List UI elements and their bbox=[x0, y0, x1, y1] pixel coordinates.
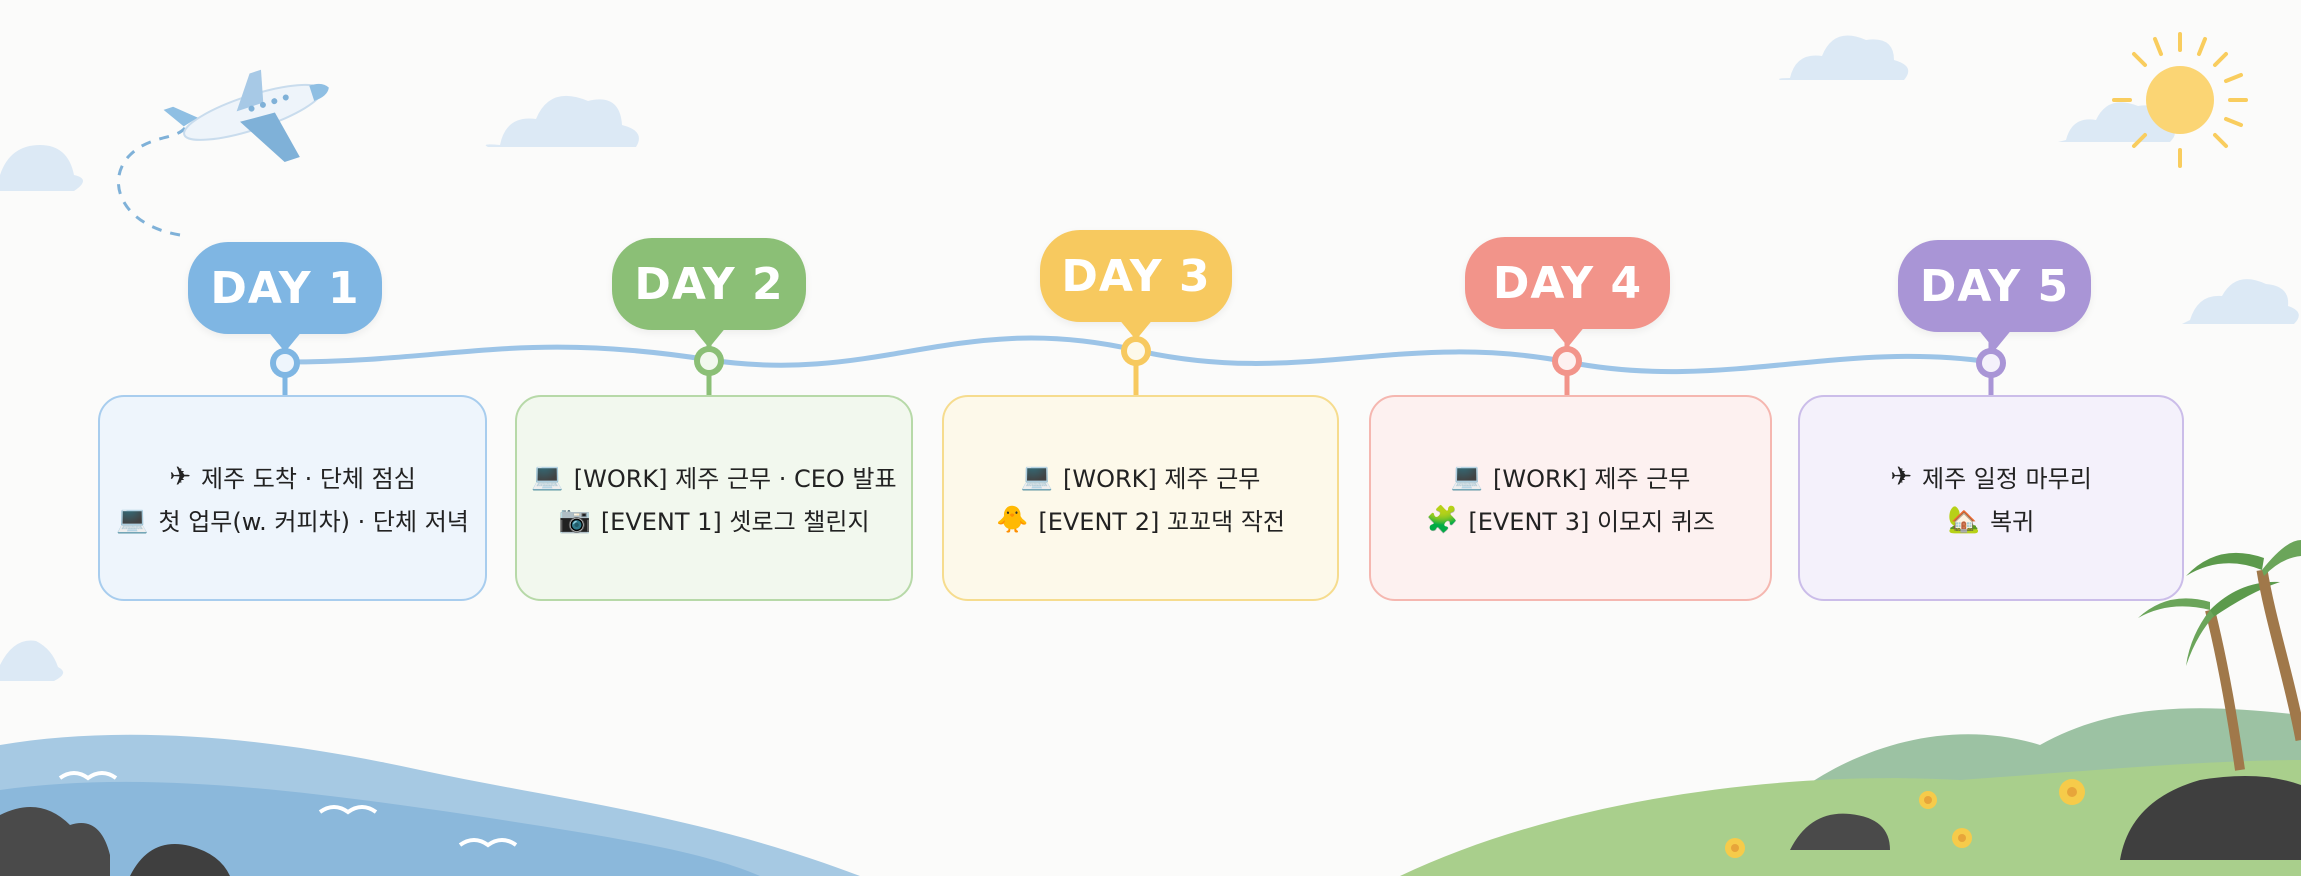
airplane-icon: ✈ bbox=[1890, 461, 1912, 492]
schedule-item-text: [WORK] 제주 근무 bbox=[1493, 465, 1691, 493]
day-badge-4: DAY 4 bbox=[1465, 237, 1670, 329]
schedule-item: 💻 [WORK] 제주 근무 bbox=[1451, 459, 1691, 494]
schedule-item-text: [EVENT 3] 이모지 퀴즈 bbox=[1468, 508, 1716, 536]
laptop-icon: 💻 bbox=[1450, 461, 1484, 492]
schedule-item: 🧩 [EVENT 3] 이모지 퀴즈 bbox=[1426, 502, 1715, 537]
schedule-item-text: [WORK] 제주 근무 bbox=[1063, 465, 1261, 493]
day-card-5: ✈ 제주 일정 마무리 🏡 복귀 bbox=[1798, 395, 2184, 601]
island-illustration bbox=[1400, 708, 2301, 876]
schedule-item: 🏡 복귀 bbox=[1948, 502, 2035, 537]
schedule-item: 💻 [WORK] 제주 근무 bbox=[1021, 459, 1261, 494]
schedule-item-text: [EVENT 2] 꼬꼬댁 작전 bbox=[1038, 508, 1286, 536]
schedule-item: 💻 첫 업무(w. 커피차) · 단체 저녁 bbox=[116, 502, 469, 537]
airplane-illustration bbox=[117, 69, 329, 237]
day-card-3: 💻 [WORK] 제주 근무 🐥 [EVENT 2] 꼬꼬댁 작전 bbox=[942, 395, 1339, 601]
day-badge-1: DAY 1 bbox=[188, 242, 382, 334]
schedule-item: 💻 [WORK] 제주 근무 · CEO 발표 bbox=[531, 459, 896, 494]
camera-icon: 📷 bbox=[558, 504, 591, 535]
sea-illustration bbox=[0, 734, 860, 876]
cloud-icon bbox=[0, 35, 2299, 681]
schedule-item-text: 복귀 bbox=[1990, 508, 2035, 536]
day-badge-5: DAY 5 bbox=[1898, 240, 2091, 332]
day-card-4: 💻 [WORK] 제주 근무 🧩 [EVENT 3] 이모지 퀴즈 bbox=[1369, 395, 1772, 601]
day-badge-3: DAY 3 bbox=[1040, 230, 1232, 322]
schedule-item-text: 제주 도착 · 단체 점심 bbox=[201, 465, 416, 493]
schedule-item-text: 첫 업무(w. 커피차) · 단체 저녁 bbox=[158, 508, 469, 536]
chick-icon: 🐥 bbox=[995, 504, 1029, 535]
airplane-icon: ✈ bbox=[169, 461, 191, 492]
schedule-item-text: 제주 일정 마무리 bbox=[1921, 465, 2092, 493]
puzzle-icon: 🧩 bbox=[1425, 504, 1459, 535]
schedule-item: ✈ 제주 일정 마무리 bbox=[1890, 459, 2092, 494]
schedule-item: 🐥 [EVENT 2] 꼬꼬댁 작전 bbox=[996, 502, 1285, 537]
day-card-1: ✈ 제주 도착 · 단체 점심 💻 첫 업무(w. 커피차) · 단체 저녁 bbox=[98, 395, 487, 601]
day-card-2: 💻 [WORK] 제주 근무 · CEO 발표 📷 [EVENT 1] 셋로그 챌린지 bbox=[515, 395, 913, 601]
schedule-item-text: [EVENT 1] 셋로그 챌린지 bbox=[600, 508, 870, 536]
day-badge-2: DAY 2 bbox=[612, 238, 806, 330]
laptop-icon: 💻 bbox=[1020, 461, 1054, 492]
schedule-item-text: [WORK] 제주 근무 · CEO 발표 bbox=[573, 465, 897, 493]
schedule-item: ✈ 제주 도착 · 단체 점심 bbox=[169, 459, 416, 494]
house-icon: 🏡 bbox=[1947, 504, 1981, 535]
laptop-icon: 💻 bbox=[116, 504, 149, 535]
palm-tree-icon bbox=[2138, 540, 2301, 771]
schedule-item: 📷 [EVENT 1] 셋로그 챌린지 bbox=[558, 502, 869, 537]
sun-icon bbox=[2112, 32, 2248, 168]
laptop-icon: 💻 bbox=[531, 461, 564, 492]
